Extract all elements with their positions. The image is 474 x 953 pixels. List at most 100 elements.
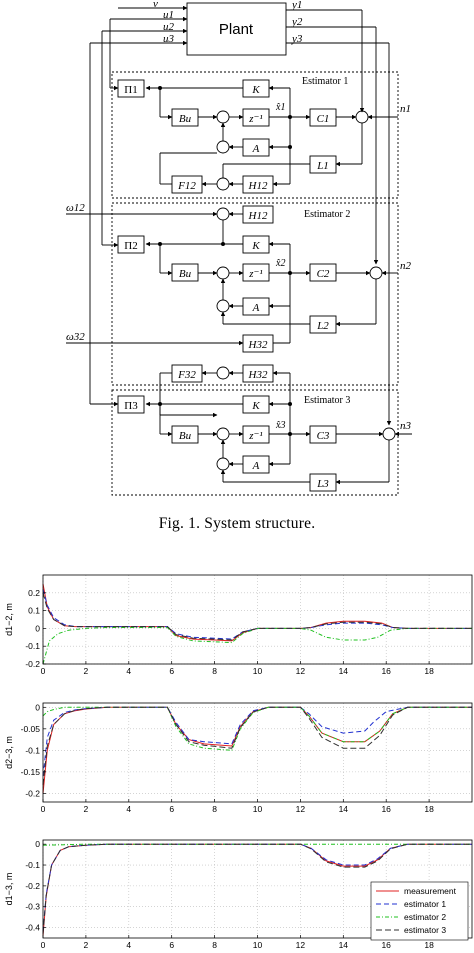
sum-1a [216,110,230,124]
legend-entry: estimator 2 [404,912,446,922]
x-tick-label: 0 [41,666,46,676]
x-tick-label: 10 [253,804,263,814]
legend-box [370,881,469,941]
sum-1b [355,110,369,124]
pi-2-label: Π2 [124,240,137,252]
x-tick-label: 16 [381,666,391,676]
y-tick-label: 0.2 [28,588,40,598]
h-32-label-a: H32 [248,339,268,351]
noise-n1: n1 [400,103,411,115]
x-tick-label: 4 [126,804,131,814]
x-tick-label: 18 [424,666,434,676]
sum-1c [216,140,230,154]
x-tick-label: 12 [296,666,306,676]
xhat-3-label: x̂3 [275,420,285,431]
y-tick-label: -0.4 [25,923,40,933]
y-tick-label: -0.2 [25,659,40,669]
x-tick-label: 2 [84,666,89,676]
x-tick-label: 14 [339,804,349,814]
series-line-estimator-2 [42,843,472,846]
estimator-3-label: Estimator 3 [304,395,350,406]
x-tick-label: 12 [296,940,306,950]
y-tick-label: -0.05 [21,724,41,734]
xhat-1-label: x̂1 [275,102,285,113]
k-3-label: K [251,400,260,412]
bu-1-label: Bu [179,113,192,125]
x-tick-label: 0 [41,804,46,814]
estimator-1-label: Estimator 1 [302,76,348,87]
sum-3d [216,457,230,471]
y-axis-label: d1−3, m [4,873,14,906]
c-2-label: C2 [317,268,330,280]
zinv-2-label: z⁻¹ [248,268,262,280]
y-tick-label: 0 [35,839,40,849]
y-tick-label: 0 [35,623,40,633]
output-y3: y3 [291,33,303,45]
estimator-1-box [111,71,399,199]
x-tick-label: 8 [212,666,217,676]
a-1-label: A [252,143,260,155]
h-12-block-b [242,205,274,224]
y-tick-label: -0.3 [25,902,40,912]
l-2-label: L2 [316,320,329,332]
a-2-label: A [252,302,260,314]
system-block-diagram: Plant v u1 u2 u3 y1 y2 y3 n1 n2 n3 ω12 ω… [66,0,412,496]
estimator-2-box [111,202,399,386]
figure-caption: Fig. 1. System structure. [158,515,316,532]
series-line-measurement [42,706,472,794]
k-2-label: K [251,240,260,252]
y-tick-label: -0.2 [25,788,40,798]
a-3-label: A [252,460,260,472]
x-tick-label: 2 [84,804,89,814]
x-tick-label: 6 [169,804,174,814]
sum-3a [216,366,230,380]
pi-3-block [117,395,145,414]
y-tick-label: 0 [35,702,40,712]
x-tick-label: 8 [212,804,217,814]
l-3-label: L3 [316,478,329,490]
noise-n2: n2 [400,260,412,272]
input-u1: u1 [163,9,174,21]
input-v: v [153,0,158,10]
series-line-estimator-3 [42,592,472,641]
series-line-estimator-2 [42,706,472,751]
x-tick-label: 10 [253,666,263,676]
x-tick-label: 12 [296,804,306,814]
y-tick-label: -0.1 [25,641,40,651]
bu-3-label: Bu [179,430,192,442]
plant-label: Plant [219,21,254,38]
c-3-label: C3 [317,430,330,442]
y-tick-label: -0.15 [21,767,41,777]
time-response-plots: 0 2 4 6 8 10 12 14 16 18 -0.2 -0.1 0 0.1 0.2 d1−2, m 0 2 4… [4,574,473,953]
y-tick-label: -0.1 [25,745,40,755]
sum-3c [382,427,396,441]
xhat-2-label: x̂2 [275,258,285,269]
f-32-label: F32 [177,369,196,381]
legend-entry: estimator 3 [404,925,446,935]
pi-1-block [117,79,145,98]
y-axis-label: d1−2, m [4,603,14,636]
l-1-label: L1 [316,160,329,172]
zinv-1-label: z⁻¹ [248,113,262,125]
x-tick-label: 4 [126,940,131,950]
disturbance-w32: ω32 [66,331,85,343]
zinv-3-label: z⁻¹ [248,430,262,442]
output-y2: y2 [291,16,303,28]
x-tick-label: 8 [212,940,217,950]
y-axis-label: d2−3, m [4,736,14,769]
estimator-3-box [111,389,399,496]
series-line-estimator-3 [42,843,472,934]
sum-2a [216,207,230,221]
h-12-label-a: H12 [248,180,268,192]
k-1-label: K [251,84,260,96]
y-tick-label: 0.1 [28,606,40,616]
legend-entry: measurement [404,886,457,896]
x-tick-label: 18 [424,940,434,950]
y-tick-label: -0.1 [25,860,40,870]
sum-1d [216,177,230,191]
x-tick-label: 14 [339,666,349,676]
x-tick-label: 6 [169,940,174,950]
series-line-estimator-1 [42,706,472,777]
sum-2b [216,266,230,280]
disturbance-w12: ω12 [66,202,85,214]
